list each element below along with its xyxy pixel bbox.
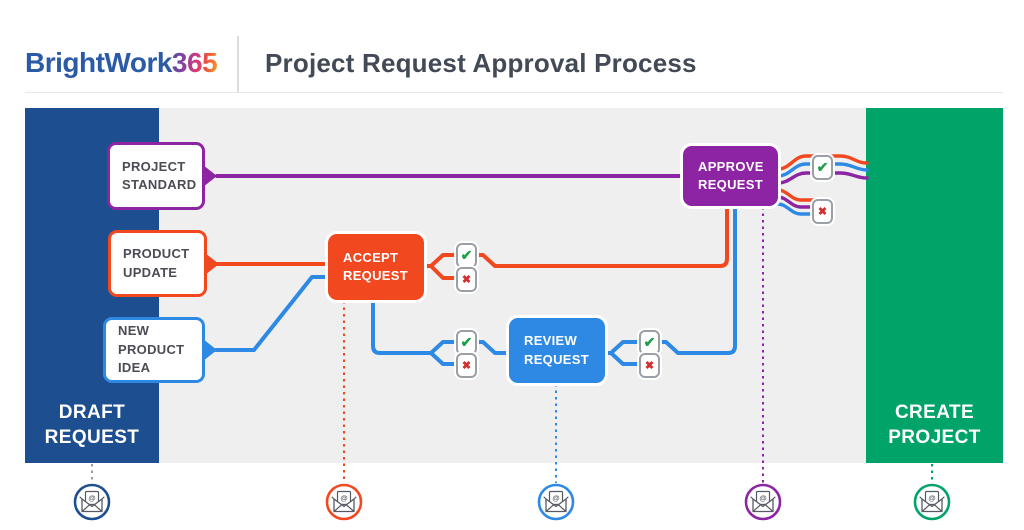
check-icon: ✔	[639, 330, 660, 355]
svg-text:@: @	[88, 494, 95, 503]
line-review-check-to-approve	[658, 205, 737, 355]
email-icon-draft: @	[73, 483, 111, 521]
line-in-check-to-review	[475, 340, 512, 355]
node-product-update: PRODUCT UPDATE	[108, 230, 207, 297]
email-icon-review: @	[537, 483, 575, 521]
cross-icon: ✖	[456, 353, 477, 378]
line-review-in-cross-branch	[429, 351, 458, 366]
braid-purple-rejected	[776, 195, 815, 209]
node-new-product-idea: NEW PRODUCT IDEA	[103, 317, 205, 383]
logo-text-365: 365	[171, 47, 218, 78]
draft-request-label: DRAFT REQUEST	[44, 401, 140, 448]
new-product-idea-pointer	[203, 339, 217, 361]
svg-text:@: @	[928, 494, 935, 503]
line-review-in-check-branch	[424, 340, 458, 355]
svg-text:@: @	[552, 494, 559, 503]
node-review-request: REVIEW REQUEST	[509, 318, 605, 383]
node-approve-request: APPROVE REQUEST	[683, 146, 778, 206]
line-review-to-check	[602, 340, 641, 355]
line-accept-check-to-approve	[475, 205, 729, 268]
cross-icon: ✖	[639, 353, 660, 378]
project-standard-pointer	[203, 165, 217, 187]
node-accept-request: ACCEPT REQUEST	[328, 234, 424, 300]
cross-icon: ✖	[812, 199, 833, 224]
header-divider	[237, 36, 239, 93]
page-title: Project Request Approval Process	[265, 48, 697, 78]
product-update-pointer	[205, 253, 219, 275]
line-accept-to-cross	[429, 264, 458, 280]
line-accept-to-check	[422, 253, 458, 268]
line-new-product-idea-to-accept	[214, 275, 332, 352]
braid-blue-rejected	[776, 202, 815, 216]
email-icon-approve: @	[744, 483, 782, 521]
line-accept-down-to-review	[371, 297, 434, 355]
cross-icon: ✖	[456, 267, 477, 292]
logo-text-brightwork: BrightWork	[25, 47, 172, 78]
braid-orange-rejected	[776, 188, 815, 202]
line-review-to-cross	[609, 351, 641, 366]
header-rule	[25, 92, 1003, 93]
check-icon: ✔	[812, 155, 833, 180]
check-icon: ✔	[456, 243, 477, 268]
create-project-label: CREATE PROJECT	[888, 401, 981, 448]
create-project-panel: CREATE PROJECT	[866, 108, 1003, 463]
svg-text:@: @	[759, 494, 766, 503]
email-icon-create: @	[913, 483, 951, 521]
check-icon: ✔	[456, 330, 477, 355]
node-project-standard: PROJECT STANDARD	[107, 142, 205, 210]
email-icon-accept: @	[325, 483, 363, 521]
brightwork365-logo: BrightWork365	[25, 47, 218, 79]
svg-text:@: @	[340, 494, 347, 503]
